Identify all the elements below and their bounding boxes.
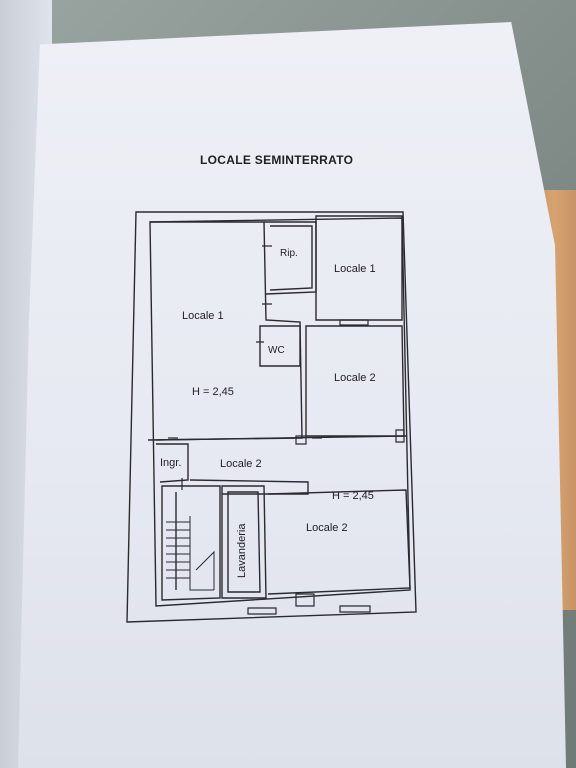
wall-wc xyxy=(259,325,301,367)
room-label-locale1-right: Locale 1 xyxy=(334,263,376,275)
opening-marks xyxy=(168,245,405,615)
wall-corridor-top xyxy=(155,435,407,441)
plan-title: LOCALE SEMINTERRATO xyxy=(200,153,354,167)
stair-steps xyxy=(166,516,215,591)
outer-wall-inner xyxy=(149,217,411,607)
wall-lavanderia xyxy=(221,485,267,599)
room-label-wc: WC xyxy=(268,345,285,356)
room-label-lavanderia: Lavanderia xyxy=(236,523,248,578)
wall-rip-inner xyxy=(269,225,313,291)
room-label-locale2-bottom: Locale 2 xyxy=(306,522,348,534)
room-label-locale1-left: Locale 1 xyxy=(182,310,224,322)
wall-ingr xyxy=(156,443,189,483)
room-label-locale2-mid: Locale 2 xyxy=(334,372,376,384)
height-label-upper: H = 2,45 xyxy=(192,386,234,398)
wall-corridor-bottom xyxy=(189,479,309,495)
wall-locale1-left xyxy=(147,221,303,441)
room-label-ingr: Ingr. xyxy=(160,457,182,469)
room-label-locale2-corridor: Locale 2 xyxy=(220,458,262,470)
wall-locale2-bottom xyxy=(267,489,411,595)
wall-locale1-right xyxy=(315,215,403,321)
paper-page xyxy=(18,22,566,768)
room-label-rip: Rip. xyxy=(280,248,298,259)
outer-wall-outer xyxy=(126,211,417,623)
height-label-lower: H = 2,45 xyxy=(332,490,374,502)
wall-stair-box xyxy=(161,485,221,601)
wall-lavanderia-inner xyxy=(227,491,261,593)
